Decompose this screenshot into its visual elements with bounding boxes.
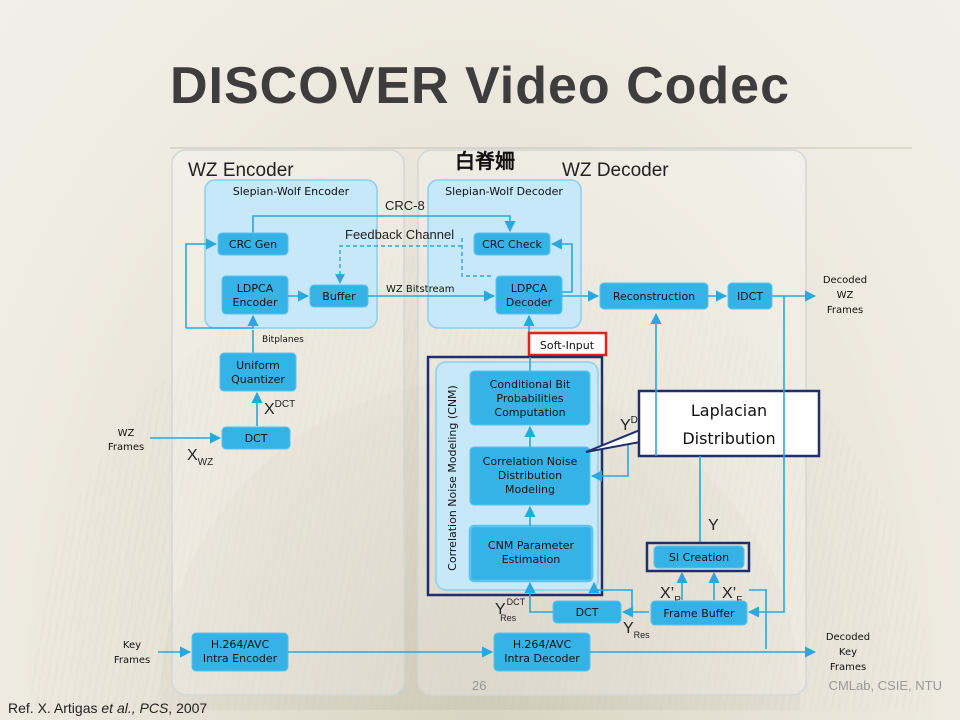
yd-line bbox=[590, 440, 629, 482]
uniform-quantizer-block bbox=[219, 352, 297, 392]
decoded-key-2: Key bbox=[839, 647, 857, 658]
h264-encoder-2: Intra Encoder bbox=[203, 652, 278, 665]
dct2-label: DCT bbox=[576, 606, 599, 619]
yres-label: YRes bbox=[623, 620, 650, 640]
decoded-wz-3: Frames bbox=[827, 305, 863, 316]
decoded-key-3: Frames bbox=[830, 662, 866, 673]
soft-input-box bbox=[527, 331, 608, 357]
laplacian-line2: Distribution bbox=[682, 429, 775, 448]
decoder-to-crc-check bbox=[550, 238, 573, 293]
wz-bitstream-label: WZ Bitstream bbox=[386, 284, 455, 295]
dct-label: DCT bbox=[245, 432, 268, 445]
cond-bit-2: Probabilities bbox=[496, 392, 563, 405]
key-to-fb-line bbox=[749, 589, 767, 649]
ldpca-encoder-block bbox=[221, 275, 289, 315]
encoder-title: WZ Encoder bbox=[188, 160, 294, 181]
decoded-key-1: Decoded bbox=[826, 632, 870, 643]
wz-frames-in-1: WZ bbox=[118, 428, 135, 439]
decoded-wz-2: WZ bbox=[837, 290, 854, 301]
laplacian-line1: Laplacian bbox=[691, 401, 767, 420]
h264-encoder-1: H.264/AVC bbox=[211, 638, 270, 651]
reference-text: Ref. X. Artigas et al., PCS, 2007 bbox=[8, 700, 208, 716]
h264-decoder-1: H.264/AVC bbox=[513, 638, 572, 651]
h264-decoder-2: Intra Decoder bbox=[504, 652, 580, 665]
corr-noise-2: Distribution bbox=[498, 469, 562, 482]
decoded-wz-to-fb bbox=[747, 296, 785, 618]
crc8-line bbox=[252, 215, 516, 233]
slide-title: DISCOVER Video Codec bbox=[169, 57, 791, 115]
y-label: Y bbox=[708, 517, 719, 534]
bitplanes-label: Bitplanes bbox=[262, 335, 304, 345]
footer-text: CMLab, CSIE, NTU bbox=[828, 678, 942, 693]
reconstruction-label: Reconstruction bbox=[613, 290, 695, 303]
frame-buffer-block bbox=[650, 600, 748, 626]
crc-gen-block bbox=[217, 232, 289, 256]
ldpca-decoder-line2: Decoder bbox=[506, 296, 553, 309]
corr-noise-3: Modeling bbox=[505, 483, 555, 496]
si-creation-label: SI Creation bbox=[669, 551, 729, 564]
ldpca-encoder-line1: LDPCA bbox=[237, 282, 274, 295]
si-creation-block bbox=[653, 545, 745, 569]
si-creation-border bbox=[645, 541, 751, 573]
cond-bit-3: Computation bbox=[494, 406, 565, 419]
frame-buffer-label: Frame Buffer bbox=[663, 607, 735, 620]
quantizer-line1: Uniform bbox=[236, 359, 280, 372]
wz-frames-in-2: Frames bbox=[108, 442, 144, 453]
decoded-wz-1: Decoded bbox=[823, 275, 867, 286]
feedback-label: Feedback Channel bbox=[345, 227, 454, 242]
laplacian-callout bbox=[637, 389, 821, 458]
crc-check-block bbox=[473, 232, 551, 256]
feedback-dash-1 bbox=[461, 238, 494, 277]
key-frames-in-1: Key bbox=[123, 640, 141, 651]
soft-input-label: Soft-Input bbox=[540, 339, 595, 352]
res-to-cnm bbox=[588, 581, 633, 612]
ldpca-encoder-line2: Encoder bbox=[233, 296, 278, 309]
buffer-label: Buffer bbox=[322, 290, 356, 303]
bitplanes-to-ldpca bbox=[186, 314, 259, 329]
xwz-label: XWZ bbox=[187, 447, 213, 468]
cnm-param-1: CNM Parameter bbox=[488, 539, 575, 552]
page-number: 26 bbox=[472, 678, 487, 693]
sw-encoder-title: Slepian-Wolf Encoder bbox=[233, 185, 350, 198]
bitplanes-to-crc bbox=[185, 238, 218, 328]
dct-block bbox=[221, 426, 291, 450]
garbled-label: 白脊姍 bbox=[455, 149, 515, 173]
crc-check-label: CRC Check bbox=[482, 238, 542, 251]
yd-label: YD bbox=[620, 415, 638, 434]
cnm-side-label: Correlation Noise Modeling (CNM) bbox=[446, 385, 459, 571]
quantizer-line2: Quantizer bbox=[231, 373, 285, 386]
idct-label: IDCT bbox=[737, 290, 763, 303]
crc-gen-label: CRC Gen bbox=[229, 238, 277, 251]
key-frames-in-2: Frames bbox=[114, 655, 150, 666]
crc8-label: CRC-8 bbox=[385, 198, 425, 213]
feedback-dash-2 bbox=[335, 245, 462, 284]
cnm-param-block bbox=[468, 524, 594, 583]
sw-decoder-title: Slepian-Wolf Decoder bbox=[445, 185, 563, 198]
ldpca-decoder-block bbox=[495, 275, 563, 315]
ldpca-decoder-line1: LDPCA bbox=[511, 282, 548, 295]
cond-bit-1: Conditional Bit bbox=[490, 378, 571, 391]
corr-noise-1: Correlation Noise bbox=[483, 455, 578, 468]
decoder-title: WZ Decoder bbox=[562, 160, 669, 181]
xdct-label: XDCT bbox=[264, 399, 295, 418]
dct-to-cnm bbox=[524, 581, 553, 613]
cnm-param-2: Estimation bbox=[502, 553, 561, 566]
